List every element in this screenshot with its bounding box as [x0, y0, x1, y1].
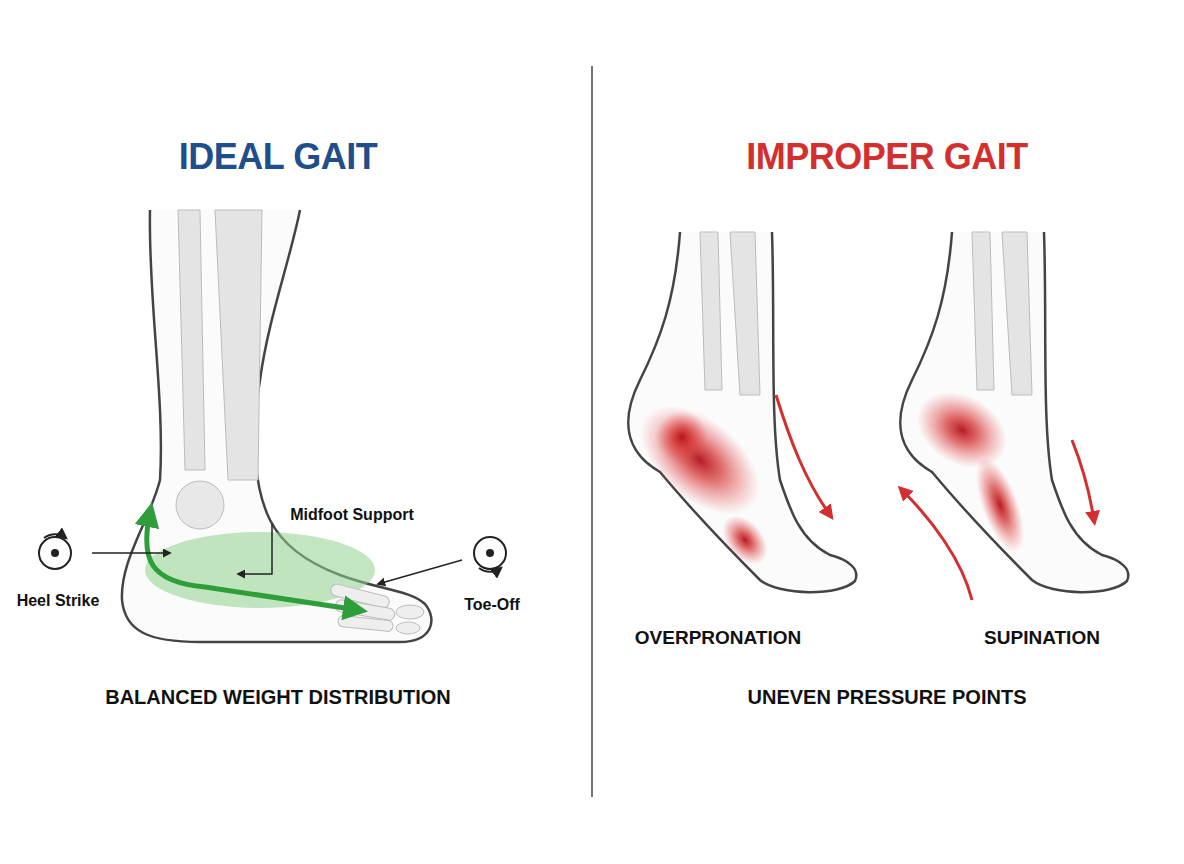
condition-label: SUPINATION [984, 627, 1100, 649]
panel-heading: IMPROPER GAIT [746, 136, 1028, 178]
panel-caption: BALANCED WEIGHT DISTRIBUTION [105, 686, 451, 709]
panel-heading: IDEAL GAIT [179, 136, 377, 178]
overpronation-foot [621, 232, 857, 592]
condition-label: OVERPRONATION [635, 627, 801, 649]
phase-label: Toe-Off [464, 596, 520, 614]
part-label: Midfoot Support [290, 506, 414, 524]
divider-line [591, 66, 593, 797]
ideal-foot [39, 210, 506, 642]
supination-foot [900, 232, 1128, 600]
panel-caption: UNEVEN PRESSURE POINTS [748, 686, 1027, 709]
phase-label: Heel Strike [17, 592, 100, 610]
